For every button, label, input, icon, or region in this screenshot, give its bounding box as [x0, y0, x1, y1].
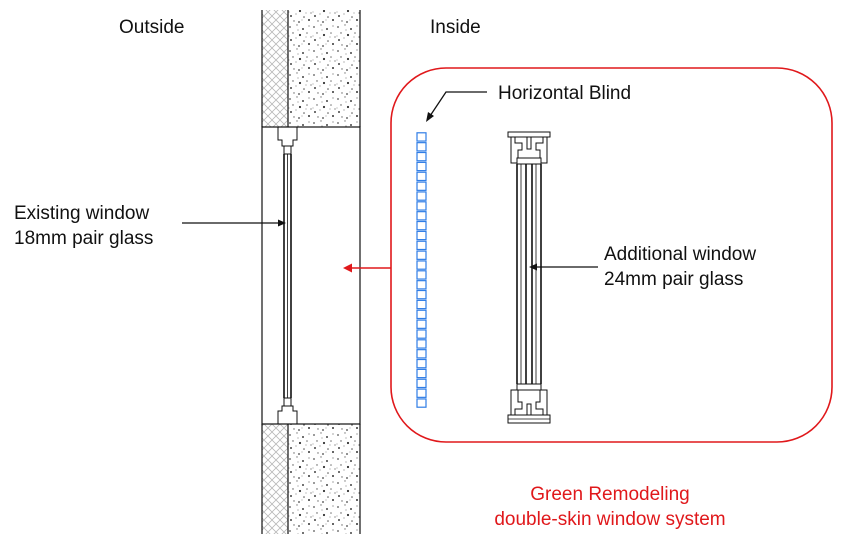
additional-window-name: Additional window [604, 244, 757, 265]
blind-slat [416, 260, 427, 270]
blind-slat [416, 132, 427, 142]
blind-slat [416, 161, 427, 172]
blind-slat [416, 368, 427, 379]
blind-slat [416, 151, 427, 162]
inside-label: Inside [430, 17, 481, 38]
additional-window [507, 131, 551, 424]
blind-slat [416, 289, 427, 300]
blind-slat [416, 191, 427, 201]
blind-slat [416, 358, 427, 369]
blind-slat [416, 339, 427, 349]
horizontal-blind-label: Horizontal Blind [498, 83, 632, 104]
caption-line-1: Green Remodeling [530, 484, 690, 505]
blind-slat [416, 378, 427, 389]
blind-slat [416, 201, 427, 211]
blind-slat [416, 240, 427, 251]
blind-slat [416, 181, 427, 191]
blind-slat [416, 220, 427, 231]
additional-window-label: Additional window 24mm pair glass [604, 242, 756, 292]
existing-window-name: Existing window [14, 203, 150, 224]
additional-window-arrow [529, 263, 598, 271]
blind-slat [416, 319, 427, 329]
blind-slat [416, 230, 427, 241]
horizontal-blind [416, 132, 427, 408]
existing-window-label: Existing window 18mm pair glass [14, 201, 153, 251]
blind-slat [416, 142, 427, 152]
blind-slat [416, 309, 427, 320]
existing-window-arrow [182, 219, 286, 227]
blind-slat [416, 270, 427, 280]
blind-slat [416, 388, 427, 398]
blind-arrow [426, 91, 487, 122]
window-opening [261, 126, 361, 425]
blind-slat [416, 398, 427, 408]
caption-line-2: double-skin window system [494, 509, 726, 530]
upper-wall [261, 10, 361, 127]
blind-slat [416, 280, 427, 290]
lower-wall [261, 424, 361, 534]
outside-label: Outside [119, 17, 185, 38]
blind-slat [416, 171, 427, 182]
callout-arrow [343, 263, 391, 273]
existing-window-glass: 18mm pair glass [14, 228, 154, 249]
blind-slat [416, 211, 427, 221]
blind-slat [416, 349, 427, 359]
caption: Green Remodeling double-skin window syst… [460, 482, 760, 532]
existing-window [277, 127, 298, 424]
callout-box [390, 67, 833, 443]
additional-window-glass: 24mm pair glass [604, 269, 744, 290]
blind-slat [416, 299, 427, 310]
blind-slat [416, 250, 427, 260]
blind-slat [416, 329, 427, 339]
